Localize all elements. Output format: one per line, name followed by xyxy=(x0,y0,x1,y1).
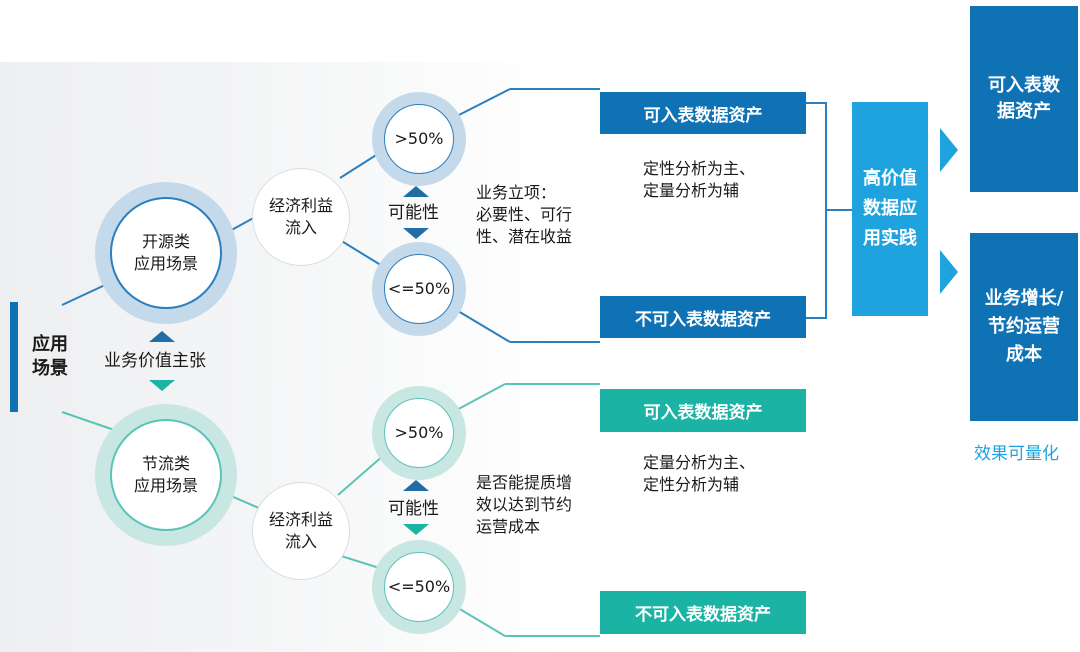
bottom-analysis-text: 定量分析为主、 定性分析为辅 xyxy=(643,453,756,494)
bottom-low-label: <=50% xyxy=(387,577,451,596)
connector-bracket xyxy=(806,102,827,319)
top-high-node: >50% xyxy=(384,104,454,174)
outcome-growth-box: 业务增长/ 节约运营 成本 xyxy=(970,233,1078,421)
practice-box: 高价值 数据应 用实践 xyxy=(852,102,928,316)
top-possibility-label: 可能性 xyxy=(388,203,439,223)
chevron-to-asset-icon xyxy=(940,128,958,172)
root-bar xyxy=(10,302,18,412)
bottom-asset-no-box: 不可入表数据资产 xyxy=(600,591,806,634)
top-flow-node: 经济利益 流入 xyxy=(252,168,350,266)
top-low-label: <=50% xyxy=(387,279,451,298)
top-high-label: >50% xyxy=(394,129,444,148)
top-scene-node: 开源类 应用场景 xyxy=(110,197,222,309)
top-flow-label: 经济利益 流入 xyxy=(268,196,333,237)
arrow-down-icon xyxy=(149,380,175,391)
top-criteria-text: 业务立项： 必要性、可行 性、潜在收益 xyxy=(476,183,573,246)
top-asset-no-box: 不可入表数据资产 xyxy=(600,296,806,338)
connector-root-bottom xyxy=(61,411,121,433)
connector-bottom-high-asset xyxy=(452,383,506,413)
bottom-possibility-down-icon xyxy=(403,524,429,535)
outcome-asset-box: 可入表数 据资产 xyxy=(970,6,1078,192)
top-possibility-down-icon xyxy=(403,228,429,239)
arrow-up-icon xyxy=(149,331,175,342)
top-analysis-text: 定性分析为主、 定量分析为辅 xyxy=(643,159,756,200)
connector-top-high-asset xyxy=(452,88,511,119)
connector-top-low-asset xyxy=(452,307,511,343)
bottom-low-node: <=50% xyxy=(384,552,454,622)
bottom-scene-node: 节流类 应用场景 xyxy=(110,419,222,531)
top-low-node: <=50% xyxy=(384,254,454,324)
root-label: 应用 场景 xyxy=(32,334,68,379)
bottom-possibility-label: 可能性 xyxy=(388,499,439,519)
bottom-high-node: >50% xyxy=(384,398,454,468)
bottom-possibility-up-icon xyxy=(403,480,429,491)
chevron-to-growth-icon xyxy=(940,250,958,294)
bottom-flow-node: 经济利益 流入 xyxy=(252,482,350,580)
top-asset-yes-box: 可入表数据资产 xyxy=(600,92,806,134)
center-claim-label: 业务价值主张 xyxy=(104,351,206,371)
connector-bottom-low-asset xyxy=(452,604,506,637)
top-scene-label: 开源类 应用场景 xyxy=(133,232,198,273)
bottom-criteria-text: 是否能提质增 效以达到节约 运营成本 xyxy=(476,473,573,536)
outcome-caption: 效果可量化 xyxy=(974,444,1059,464)
bottom-flow-label: 经济利益 流入 xyxy=(268,510,333,551)
top-possibility-up-icon xyxy=(403,186,429,197)
bottom-high-label: >50% xyxy=(394,423,444,442)
bottom-scene-label: 节流类 应用场景 xyxy=(133,454,198,495)
bottom-asset-yes-box: 可入表数据资产 xyxy=(600,389,806,432)
